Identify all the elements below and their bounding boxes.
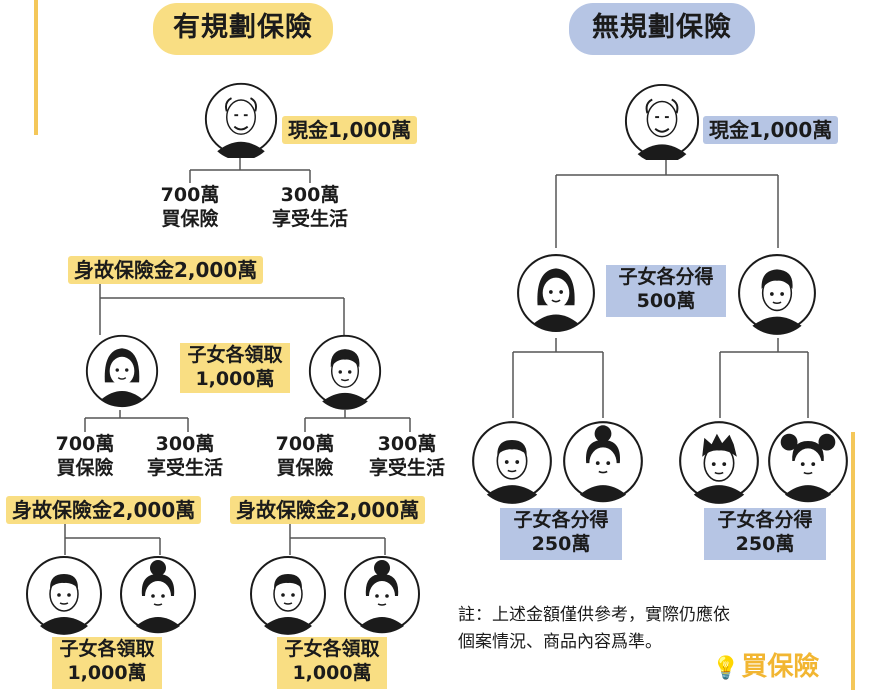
brand-logo: 💡買保險 [712,646,819,683]
title-unplanned: 無規劃保險 [569,3,755,55]
accent-bar-left [34,0,38,135]
grandson-spiky-hair-icon [679,421,759,504]
split-enjoy-label: 300萬 享受生活 [271,184,348,230]
grandson-icon [472,421,552,504]
child-b-split-enjoy: 300萬 享受生活 [368,433,445,479]
granddaughter-bun-icon [120,556,196,634]
child-a-death-benefit: 身故保險金2,000萬 [6,496,202,524]
granddaughter-bun-icon [344,556,420,634]
daughter-icon [517,254,595,332]
cash-badge-right: 現金1,000萬 [703,116,839,144]
children-share-box: 子女各分得 500萬 [606,265,726,317]
child-b-split-buy: 700萬 買保險 [275,433,335,479]
son-icon [738,254,816,335]
split-buy-label: 700萬 買保險 [160,184,220,230]
elder-man-icon [624,83,700,160]
granddaughter-pigtails-icon [768,421,848,503]
grandchildren-b-share: 子女各分得 250萬 [704,508,826,560]
grandchildren-a-receive: 子女各領取 1,000萬 [52,637,162,689]
accent-bar-right [851,432,855,690]
grandson-icon [26,556,102,635]
disclaimer-note: 註：上述金額僅供參考，實際仍應依 個案情況、商品內容爲準。 [458,605,730,652]
title-planned: 有規劃保險 [153,3,333,55]
brand-logo-text: 買保險 [741,652,820,682]
grandchildren-b-receive: 子女各領取 1,000萬 [277,637,387,689]
child-a-split-buy: 700萬 買保險 [55,433,115,479]
child-a-split-enjoy: 300萬 享受生活 [146,433,223,479]
daughter-icon [85,334,159,408]
child-b-death-benefit: 身故保險金2,000萬 [230,496,426,524]
grandchildren-a-share: 子女各分得 250萬 [500,508,622,560]
elder-man-icon [204,82,278,158]
death-benefit-badge: 身故保險金2,000萬 [68,256,264,284]
granddaughter-bun-icon [563,421,643,503]
son-icon [308,334,382,410]
grandson-icon [250,556,326,635]
cash-badge-left: 現金1,000萬 [282,116,418,144]
children-receive-box: 子女各領取 1,000萬 [180,343,290,393]
lightbulb-icon: 💡 [712,656,740,681]
